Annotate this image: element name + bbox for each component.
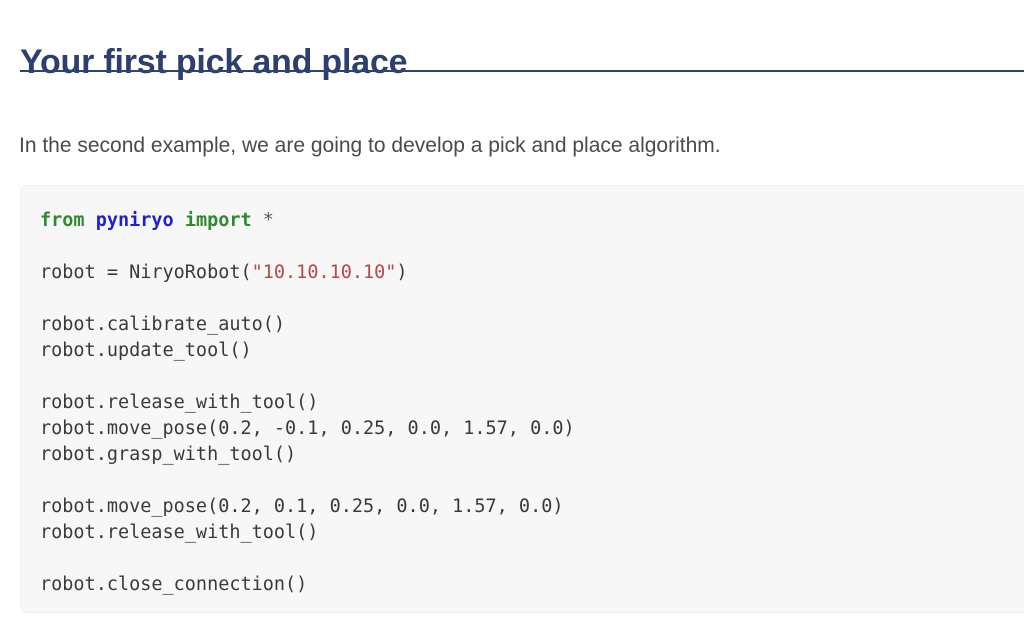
code-line: from pyniryo import * [40,208,1024,234]
page-title: Your first pick and place [20,42,408,81]
code-token-op: * [262,210,274,231]
code-line [40,286,1024,312]
code-line: robot.update_tool() [40,338,1024,364]
code-token-kw: import [184,210,252,231]
intro-paragraph: In the second example, we are going to d… [19,134,721,157]
code-lines-container: from pyniryo import * robot = NiryoRobot(… [21,186,1024,598]
code-line [40,546,1024,572]
code-line: robot.close_connection() [40,572,1024,598]
code-token-plain: robot.calibrate_auto() [40,314,286,335]
code-line: robot.grasp_with_tool() [40,442,1024,468]
code-token-plain: robot.move_pose(0.2, -0.1, 0.25, 0.0, 1.… [40,418,575,439]
code-line [40,364,1024,390]
code-token-plain [252,210,263,231]
code-token-plain: ) [396,262,408,283]
code-token-mod: pyniryo [95,210,174,231]
code-line: robot = NiryoRobot("10.10.10.10") [40,260,1024,286]
code-line: robot.release_with_tool() [40,520,1024,546]
code-line: robot.release_with_tool() [40,390,1024,416]
code-line: robot.move_pose(0.2, -0.1, 0.25, 0.0, 1.… [40,416,1024,442]
code-token-plain: robot.close_connection() [40,574,308,595]
code-token-plain: robot.grasp_with_tool() [40,444,297,465]
code-token-plain: robot.release_with_tool() [40,522,319,543]
code-block[interactable]: from pyniryo import * robot = NiryoRobot(… [20,185,1024,613]
code-token-plain [85,210,96,231]
heading-divider [20,70,1024,72]
code-line [40,468,1024,494]
code-line [40,234,1024,260]
code-token-plain [174,210,185,231]
code-token-str: "10.10.10.10" [251,262,397,283]
code-token-plain: robot.move_pose(0.2, 0.1, 0.25, 0.0, 1.5… [40,496,564,517]
code-line: robot.calibrate_auto() [40,312,1024,338]
code-token-plain: robot.release_with_tool() [40,392,319,413]
code-token-plain: robot.update_tool() [40,340,252,361]
code-token-plain: robot = NiryoRobot( [40,262,252,283]
code-token-kw: from [40,210,85,231]
code-line: robot.move_pose(0.2, 0.1, 0.25, 0.0, 1.5… [40,494,1024,520]
